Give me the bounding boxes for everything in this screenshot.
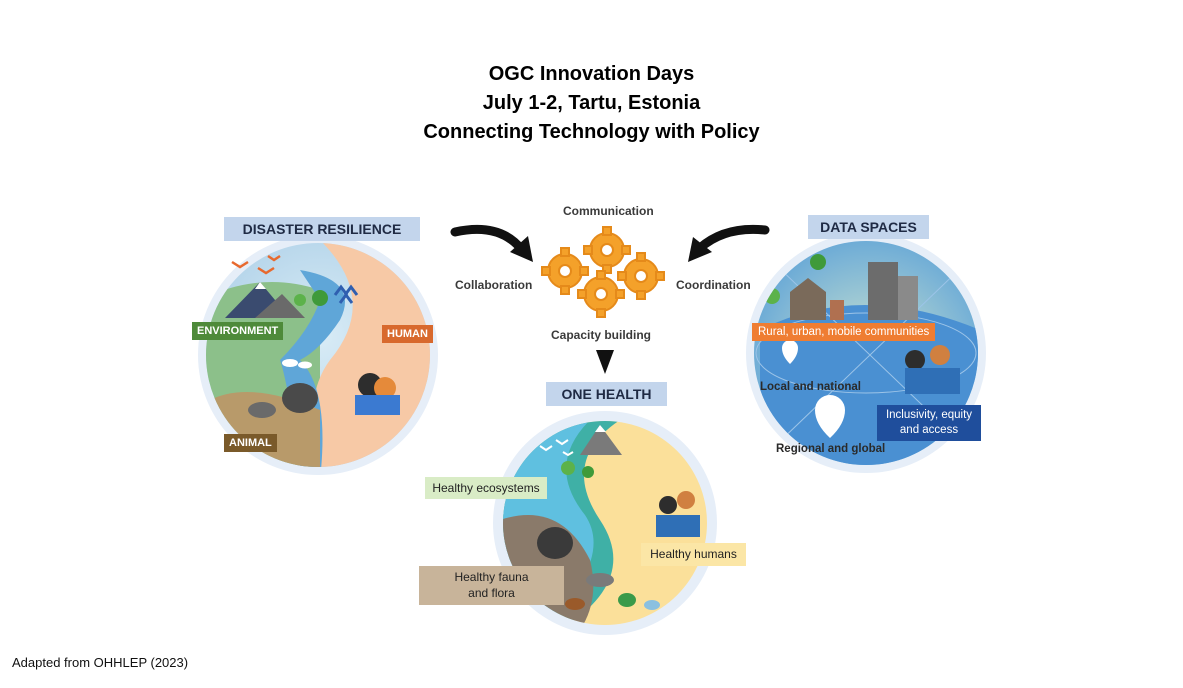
- inclusivity-line-1: Inclusivity, equity: [885, 409, 973, 421]
- label-coordination: Coordination: [676, 278, 751, 292]
- arrow-left-head-icon: [510, 236, 533, 262]
- local-national-label: Local and national: [760, 381, 861, 393]
- human-tag: HUMAN: [382, 325, 433, 343]
- label-capacity-building: Capacity building: [551, 328, 652, 342]
- regional-global-label: Regional and global: [776, 443, 886, 455]
- inclusivity-line-2: and access: [899, 424, 959, 436]
- disaster-resilience-header: DISASTER RESILIENCE: [224, 217, 420, 241]
- arrow-down-icon: [596, 350, 614, 374]
- arrow-right-head-icon: [688, 237, 712, 262]
- arrow-left-icon: [450, 224, 527, 255]
- healthy-humans-tag: Healthy humans: [641, 543, 746, 566]
- animal-tag: ANIMAL: [224, 434, 277, 452]
- healthy-fauna-line-2: and flora: [468, 586, 515, 600]
- data-spaces-header: DATA SPACES: [808, 215, 929, 239]
- healthy-fauna-box: Healthy fauna and flora: [419, 566, 564, 605]
- label-collaboration: Collaboration: [455, 278, 533, 292]
- arrow-right-icon: [695, 224, 770, 253]
- inclusivity-box: Inclusivity, equity and access: [877, 405, 981, 441]
- title-line-3: Connecting Technology with Policy: [423, 121, 760, 143]
- label-communication: Communication: [563, 204, 654, 218]
- environment-tag: ENVIRONMENT: [192, 322, 284, 340]
- gears-icon: [541, 226, 665, 318]
- healthy-ecosystems-tag: Healthy ecosystems: [425, 477, 547, 499]
- communities-tag: Rural, urban, mobile communities: [752, 323, 936, 341]
- healthy-fauna-line-1: Healthy fauna: [454, 570, 529, 584]
- attribution-footer: Adapted from OHHLEP (2023): [12, 655, 189, 670]
- one-health-header: ONE HEALTH: [546, 382, 667, 406]
- title-line-2: July 1-2, Tartu, Estonia: [482, 92, 701, 114]
- title-line-1: OGC Innovation Days: [488, 63, 695, 85]
